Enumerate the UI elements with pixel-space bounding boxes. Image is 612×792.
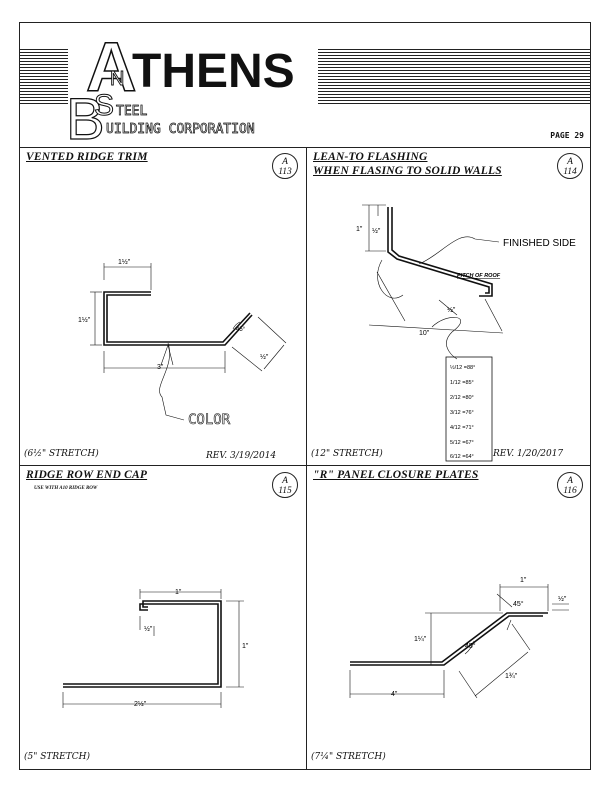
dim-angle: 45° — [236, 327, 246, 333]
panel-ridge-row-end-cap: RIDGE ROW END CAP USE WITH A10 RIDGE ROW… — [20, 466, 306, 769]
logo-backdrop — [68, 43, 318, 153]
panel-title-line1: LEAN-TO FLASHING — [313, 151, 428, 163]
header: A N THENS B S TEEL UILDING CORPORATION P… — [20, 23, 590, 153]
drawing-lean-to-flashing: ½" 1" FINISHED SIDE PITCH OF ROOF ½" 10"… — [356, 204, 576, 462]
logo-letter-n: N — [110, 68, 124, 90]
dim-top: 1" — [520, 577, 527, 584]
dim-hem: ½" — [144, 625, 153, 633]
label-pitch-of-roof: PITCH OF ROOF — [457, 273, 501, 279]
dim-width: 1½" — [118, 258, 131, 266]
panel-lean-to-flashing: LEAN-TO FLASHING WHEN FLASING TO SOLID W… — [307, 147, 592, 465]
footer-stretch: (6½" STRETCH) — [24, 449, 99, 459]
logo-sub1: TEEL — [116, 104, 147, 119]
pitch-table: ½/12 =88° 1/12 =85° 2/12 =80° 3/12 =76° … — [450, 364, 475, 460]
panel-subtitle: USE WITH A10 RIDGE ROW — [34, 486, 98, 491]
company-logo: A N THENS B S TEEL UILDING CORPORATION — [65, 27, 295, 147]
drawing-ridge-row-end-cap: 1" ½" 1" 2½" — [62, 589, 249, 708]
pitch-row: ½/12 =88° — [450, 364, 475, 371]
footer-revision: REV. 3/19/2014 — [206, 451, 277, 461]
panel-title: VENTED RIDGE TRIM — [26, 151, 148, 163]
pitch-row: 5/12 =67° — [450, 440, 474, 446]
footer-stretch: (7¼" STRETCH) — [311, 752, 386, 762]
footer-stretch: (12" STRETCH) — [311, 449, 383, 459]
dim-hem: ½" — [372, 227, 381, 235]
dim-diagonal: 1¾" — [505, 673, 518, 680]
logo-letter-b: B — [66, 87, 105, 147]
dim-height: 1½" — [78, 316, 91, 324]
dim-length: 10" — [419, 330, 430, 337]
dim-side: 1" — [242, 643, 249, 650]
pitch-row: 4/12 =71° — [450, 425, 474, 431]
drawing-vented-ridge-trim: 1½" 1½" 3" 45° ½" COLOR — [78, 258, 287, 428]
dim-base: 4" — [391, 691, 398, 698]
drawing-r-panel-closure-plates: 1" ½" 45° 1¼" 45° 1¾" 4" — [349, 577, 569, 699]
header-divider — [20, 147, 590, 148]
pitch-row: 3/12 =76° — [450, 410, 474, 416]
pitch-row: 2/12 =80° — [450, 395, 474, 401]
page-number: PAGE 29 — [550, 131, 584, 140]
dim-angle-upper: 45° — [513, 600, 524, 608]
dim-height: 1¼" — [414, 636, 427, 643]
dim-base: 3" — [157, 364, 164, 371]
logo-letter-s: S — [94, 89, 114, 122]
logo-letter-a: A — [86, 28, 137, 106]
dim-angle-lower: 45° — [465, 642, 476, 650]
dim-tip: ½" — [447, 306, 456, 314]
logo-main-text: THENS — [132, 45, 295, 98]
panel-divider-vertical — [306, 147, 307, 769]
dim-height: 1" — [356, 226, 363, 233]
label-finished-side: FINISHED SIDE — [503, 238, 576, 249]
logo-sub2: UILDING CORPORATION — [106, 122, 255, 137]
footer-revision: REV. 1/20/2017 — [493, 449, 564, 459]
panel-title: "R" PANEL CLOSURE PLATES — [313, 469, 479, 481]
panel-title-line2: WHEN FLASING TO SOLID WALLS — [313, 165, 502, 177]
pitch-row: 6/12 =64° — [450, 454, 474, 460]
dim-base: 2½" — [134, 700, 147, 708]
panel-title: RIDGE ROW END CAP — [26, 469, 148, 481]
pitch-table-frame — [445, 356, 493, 462]
pitch-row: 1/12 =85° — [450, 380, 474, 386]
dim-top: 1" — [175, 589, 182, 596]
dim-tip: ½" — [260, 353, 269, 361]
page-frame: A N THENS B S TEEL UILDING CORPORATION P… — [19, 22, 591, 770]
color-label: COLOR — [188, 412, 231, 428]
panel-divider-horizontal — [20, 465, 590, 466]
footer-stretch: (5" STRETCH) — [24, 752, 91, 762]
dim-tip: ½" — [558, 595, 567, 603]
